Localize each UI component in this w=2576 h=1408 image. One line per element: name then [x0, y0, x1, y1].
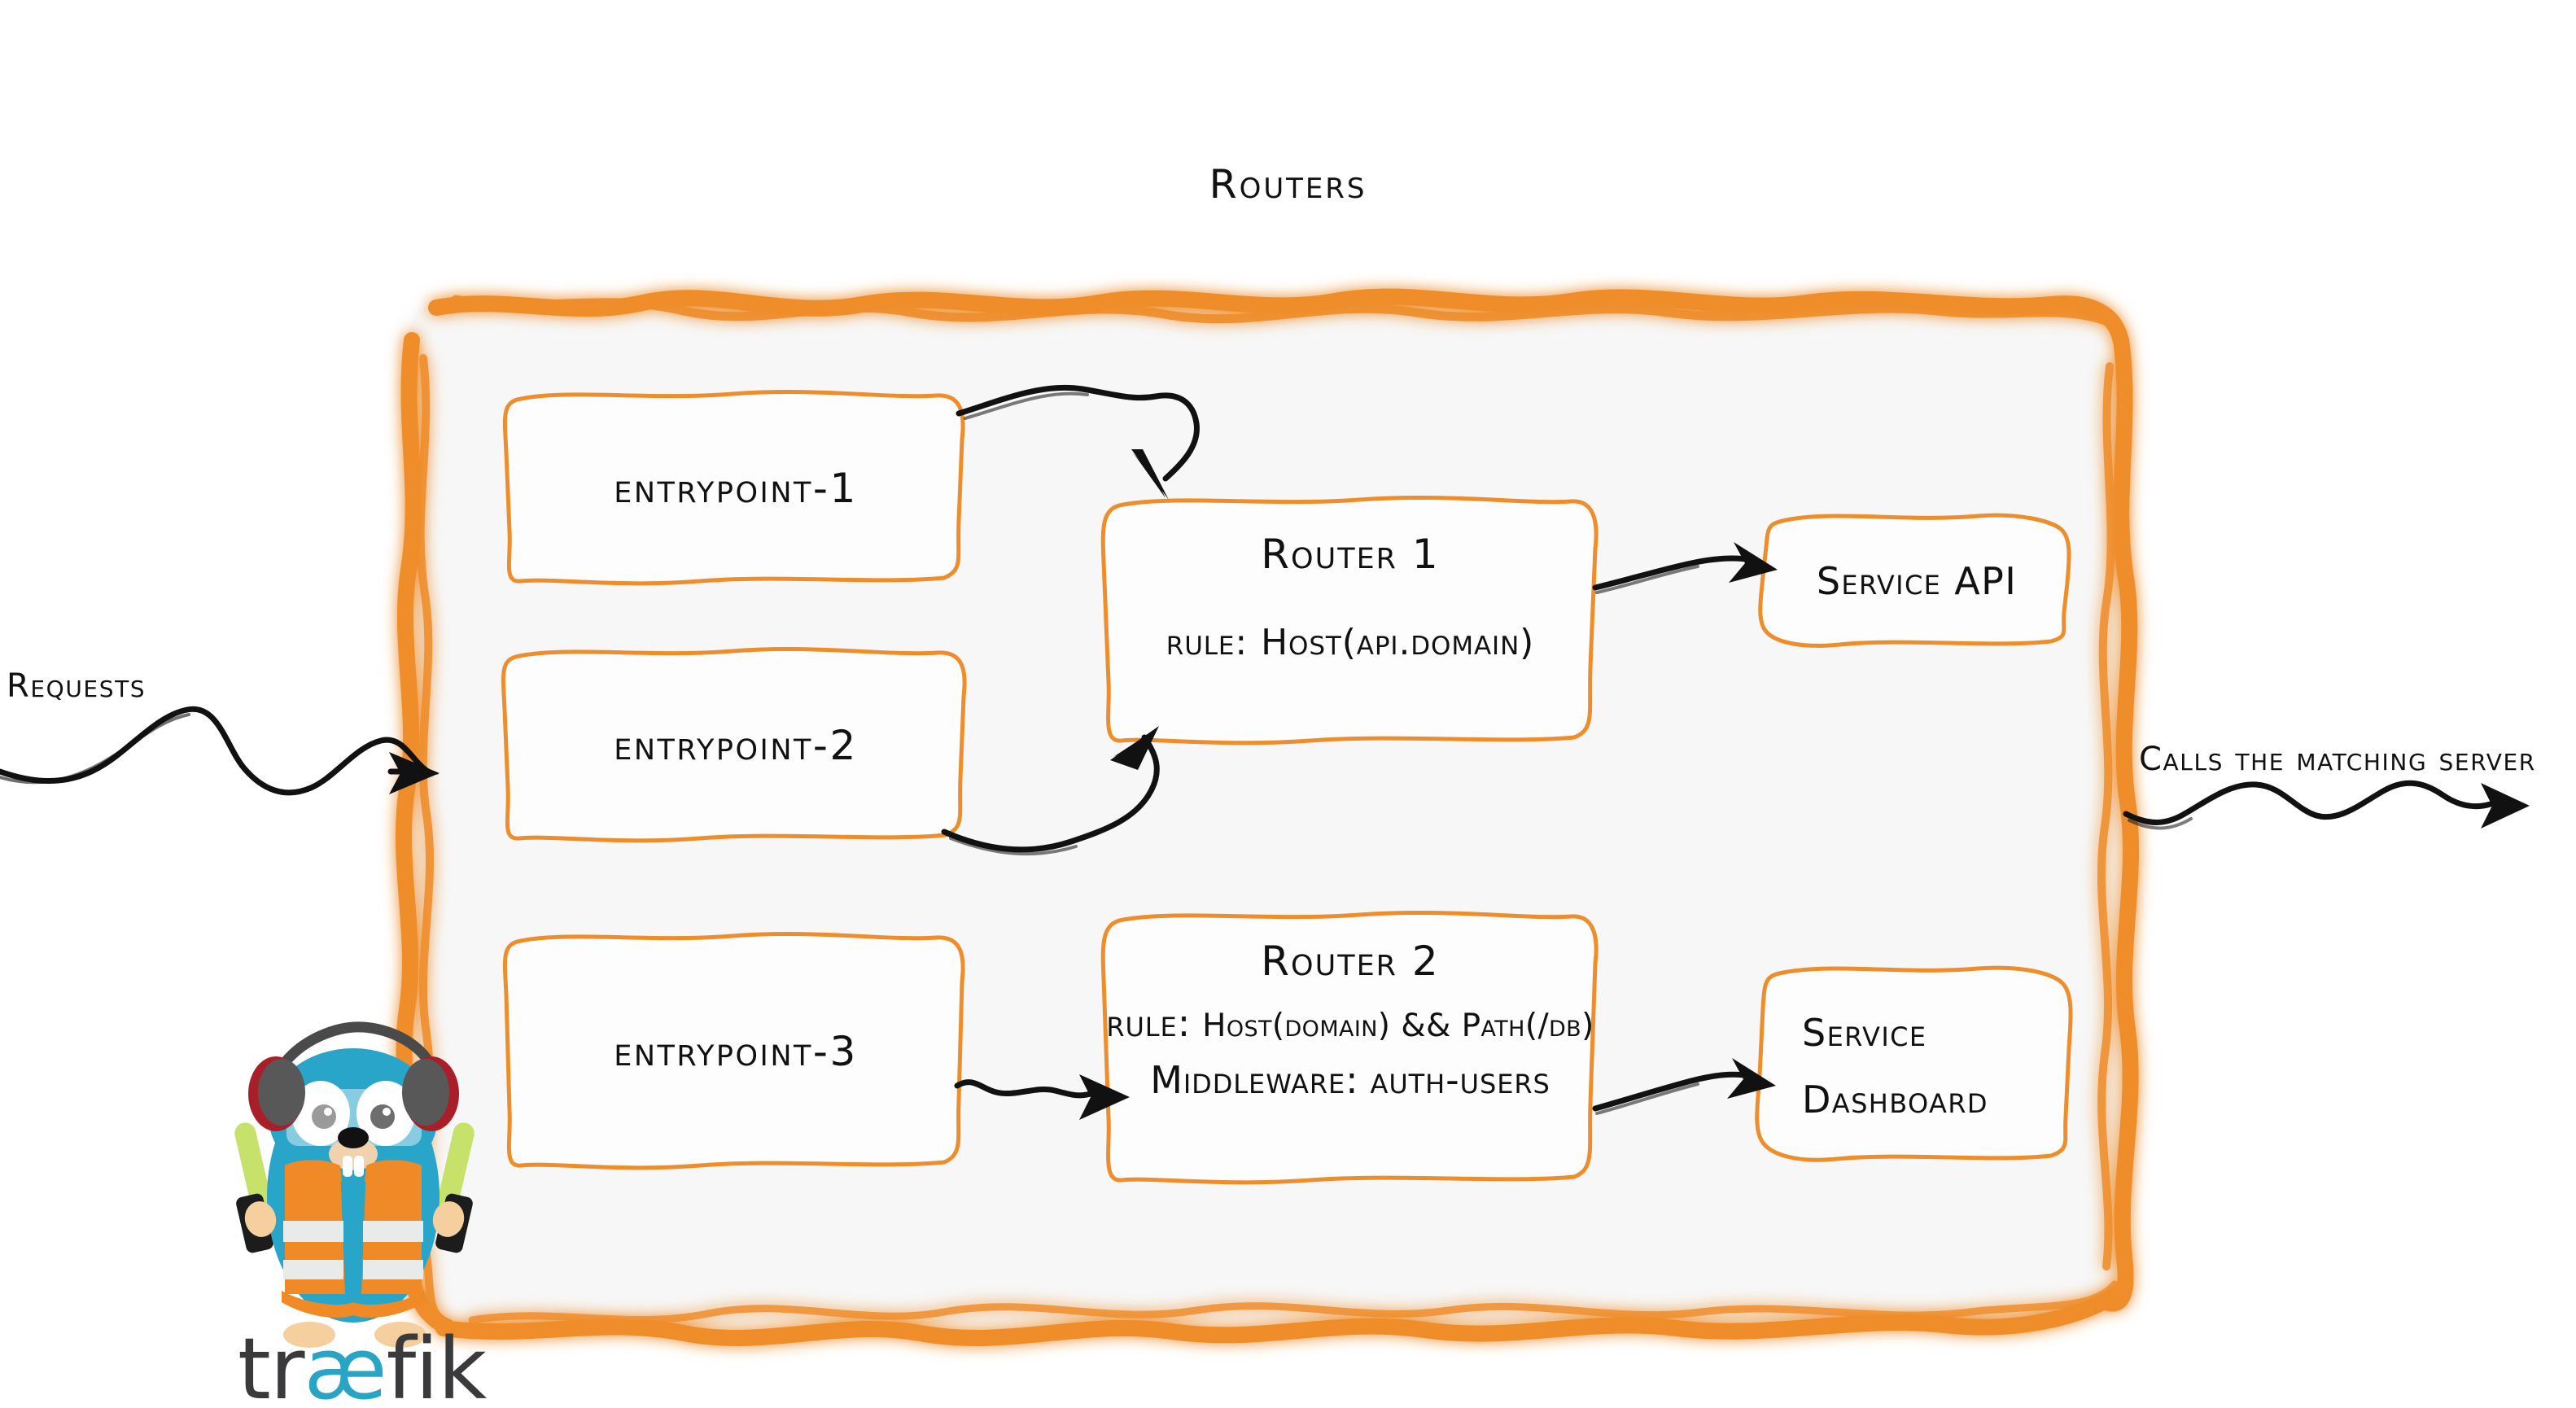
- router-rule-prefix-2: rule:: [1106, 1001, 1192, 1045]
- requests-label: Requests: [7, 667, 147, 705]
- traefik-wordmark-before: tr: [238, 1319, 305, 1408]
- router-title-2: Router 2: [1261, 938, 1440, 985]
- service-label-dashboard-line2: Dashboard: [1802, 1078, 1988, 1122]
- entrypoint-box-3[interactable]: entrypoint-3: [510, 938, 962, 1165]
- router-middleware-prefix-2: Middleware:: [1150, 1058, 1359, 1102]
- service-label-api: Service API: [1816, 559, 2018, 603]
- traefik-gopher-mascot: [234, 1021, 475, 1348]
- page-title: Routers: [1209, 161, 1367, 208]
- service-box-api[interactable]: Service API: [1763, 518, 2071, 645]
- traefik-wordmark-after: fik: [386, 1319, 488, 1408]
- router-middleware-value-2: auth-users: [1370, 1058, 1550, 1102]
- router-box-2[interactable]: Router 2 rule: Host(domain) && Path(/db)…: [1105, 916, 1595, 1182]
- arrow-router2-servicedashboard: [1592, 1058, 1776, 1115]
- router-title-1: Router 1: [1261, 531, 1440, 578]
- gopher-safety-vest: [282, 1160, 425, 1318]
- router-box-1[interactable]: Router 1 rule: Host(api.domain): [1105, 501, 1595, 741]
- arrow-ep1-router1: [956, 384, 1200, 500]
- traefik-logo-wordmark: træfik: [238, 1327, 487, 1408]
- router-rule-value-1: Host(api.domain): [1261, 622, 1535, 663]
- arrow-ep3-router2: [954, 1074, 1130, 1120]
- gopher-headphones: [248, 1056, 459, 1131]
- router-rule-row-1: rule: Host(api.domain): [1166, 622, 1534, 663]
- gopher-wands: [234, 1122, 475, 1253]
- entrypoint-label-2: entrypoint-2: [614, 722, 858, 769]
- router-rule-value-2: Host(domain) && Path(/db): [1202, 1008, 1594, 1044]
- entrypoint-label-1: entrypoint-1: [614, 465, 858, 512]
- service-label-dashboard-line1: Service: [1802, 1011, 1927, 1055]
- traefik-wordmark-ligature: æ: [304, 1319, 387, 1408]
- arrow-requests-in: [0, 706, 440, 796]
- arrow-router1-serviceapi: [1592, 542, 1778, 594]
- router-rule-prefix-1: rule:: [1166, 622, 1249, 663]
- arrow-calls-out: [2123, 780, 2530, 830]
- router-middleware-row-2: Middleware: auth-users: [1150, 1058, 1550, 1102]
- entrypoint-label-3: entrypoint-3: [614, 1028, 858, 1075]
- arrow-ep2-router1: [941, 726, 1160, 856]
- service-box-dashboard[interactable]: Service Dashboard: [1760, 970, 2071, 1162]
- router-rule-row-2: rule: Host(domain) && Path(/db): [1106, 1001, 1594, 1045]
- entrypoint-box-2[interactable]: entrypoint-2: [508, 653, 964, 838]
- entrypoint-box-1[interactable]: entrypoint-1: [510, 396, 962, 581]
- calls-matching-server-label: Calls the matching server: [2139, 741, 2536, 778]
